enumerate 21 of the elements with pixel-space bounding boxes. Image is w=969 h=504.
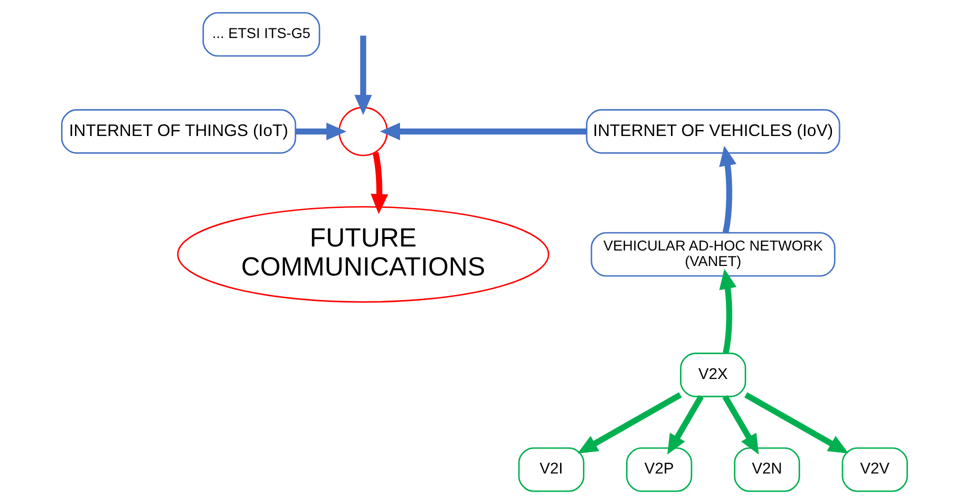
node-box: V2N: [734, 447, 800, 492]
arrow: [354, 36, 372, 115]
arrow: [744, 392, 849, 454]
node-box: V2P: [626, 447, 692, 492]
node-box: V2I: [518, 447, 584, 492]
node-box: V2V: [842, 447, 908, 492]
node-ellipse: FUTURE COMMUNICATIONS: [177, 206, 550, 303]
node-circle: [338, 106, 388, 156]
arrow: [719, 268, 737, 354]
arrow: [667, 395, 704, 454]
arrow: [578, 392, 682, 454]
arrow: [722, 395, 759, 454]
node-box: INTERNET OF VEHICLES (IoV): [586, 109, 840, 154]
arrow: [296, 122, 346, 140]
node-box: VEHICULAR AD-HOC NETWORK (VANET): [590, 232, 836, 277]
node-box: ... ETSI ITS-G5: [202, 12, 320, 57]
arrow: [370, 152, 388, 214]
node-box: INTERNET OF THINGS (IoT): [61, 109, 296, 154]
node-box: V2X: [680, 352, 746, 398]
arrow: [719, 146, 736, 234]
arrow: [380, 122, 587, 140]
